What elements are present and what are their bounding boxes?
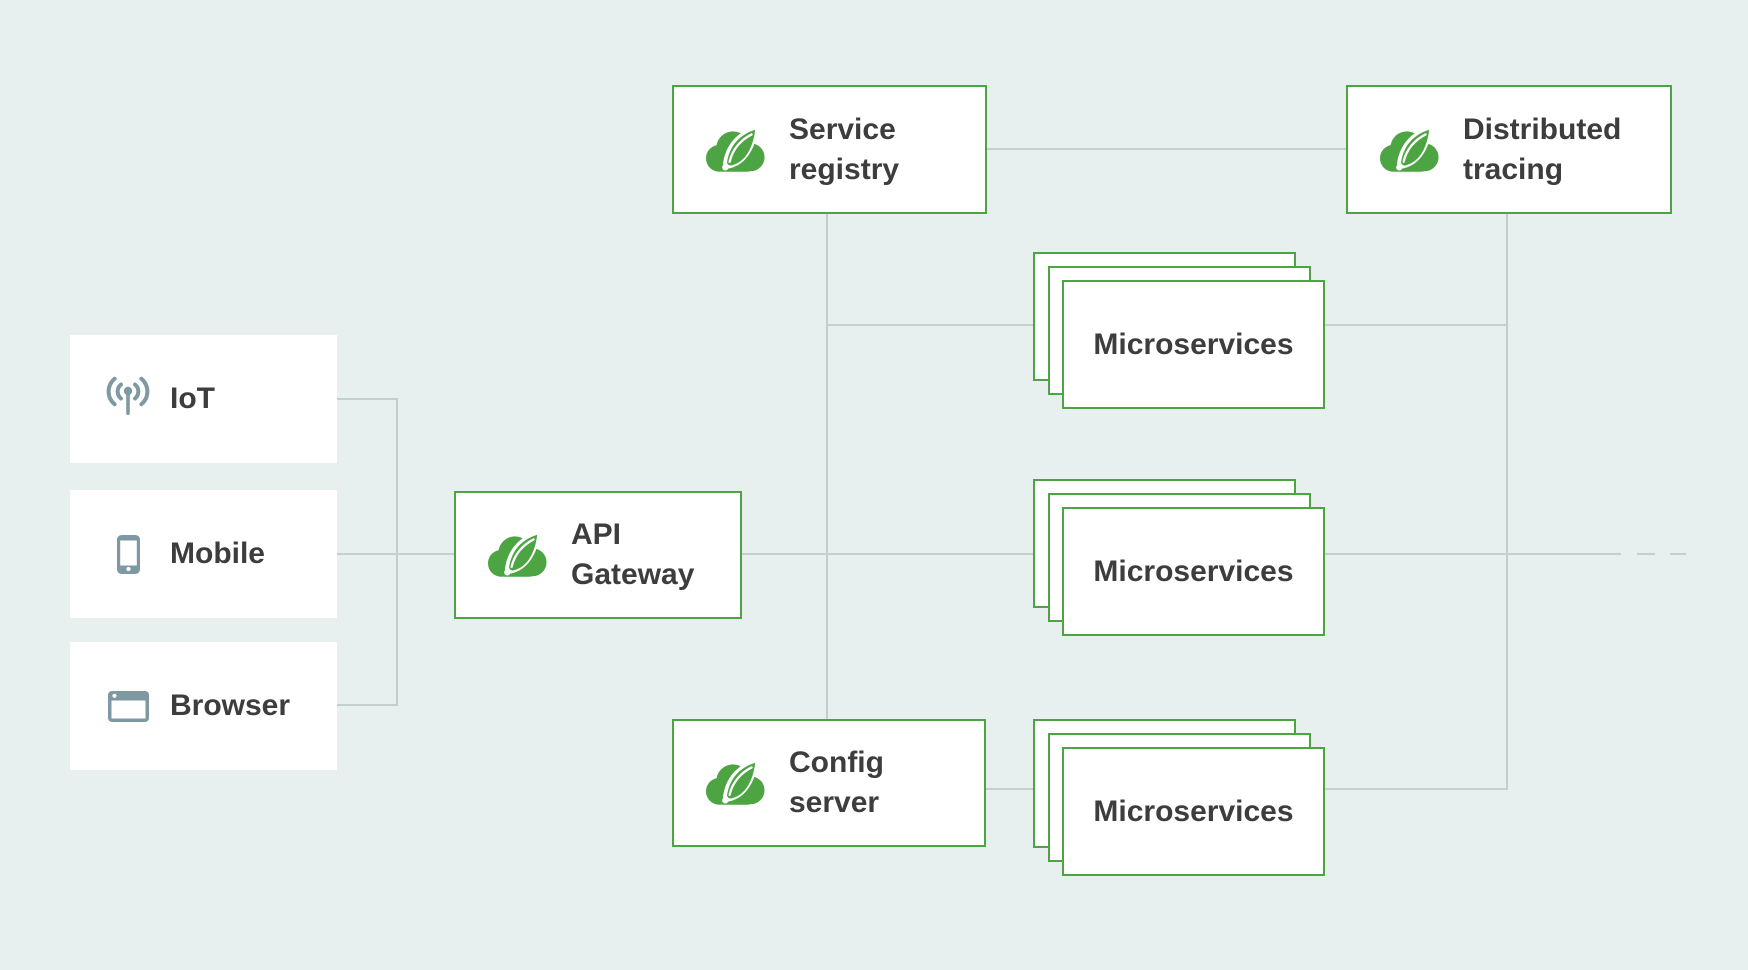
client-box-iot: IoT bbox=[70, 335, 337, 463]
config-server-title: Config server bbox=[789, 743, 884, 823]
service-registry-node: Service registry bbox=[672, 85, 987, 214]
client-box-browser: Browser bbox=[70, 642, 337, 770]
microservices-label: Microservices bbox=[1093, 794, 1294, 828]
microservices-stack-middle: Microservices bbox=[1033, 479, 1327, 638]
connector-registry-tracing bbox=[987, 148, 1346, 150]
client-label-browser: Browser bbox=[170, 689, 291, 722]
connector-mobile-gateway bbox=[337, 553, 454, 555]
api-gateway-node: API Gateway bbox=[454, 491, 742, 619]
distributed-tracing-title-line2: tracing bbox=[1463, 152, 1564, 186]
api-gateway-title-line1: API bbox=[571, 518, 622, 551]
distributed-tracing-title: Distributed tracing bbox=[1463, 110, 1621, 190]
microservices-label: Microservices bbox=[1093, 327, 1294, 361]
browser-window-icon bbox=[102, 680, 154, 732]
microservices-label: Microservices bbox=[1093, 554, 1294, 588]
connector-gateway-microservices bbox=[742, 553, 1048, 555]
spring-logo-icon bbox=[701, 755, 769, 811]
service-registry-title: Service registry bbox=[789, 110, 899, 190]
spring-logo-icon bbox=[1375, 122, 1443, 178]
config-server-title-line2: server bbox=[789, 786, 880, 819]
connector-iot-bracket bbox=[337, 398, 397, 400]
config-server-node: Config server bbox=[672, 719, 986, 847]
continuation-dash-1 bbox=[1637, 553, 1655, 555]
microservices-stack-bottom: Microservices bbox=[1033, 719, 1327, 878]
api-gateway-title: API Gateway bbox=[571, 515, 694, 595]
microservices-card: Microservices bbox=[1062, 507, 1325, 636]
connector-registry-microservices-top bbox=[827, 324, 1048, 326]
spring-logo-icon bbox=[701, 122, 769, 178]
client-label-iot: IoT bbox=[170, 382, 215, 415]
iot-antenna-icon bbox=[102, 373, 154, 425]
microservices-stack-top: Microservices bbox=[1033, 252, 1327, 411]
connector-config-microservices bbox=[986, 788, 1048, 790]
service-registry-title-line1: Service bbox=[789, 112, 896, 146]
distributed-tracing-node: Distributed tracing bbox=[1346, 85, 1672, 214]
api-gateway-title-line2: Gateway bbox=[571, 558, 695, 591]
spring-logo-icon bbox=[483, 527, 551, 583]
smartphone-icon bbox=[102, 528, 154, 580]
continuation-dash-2 bbox=[1670, 553, 1686, 555]
tracing-vertical-line bbox=[1506, 214, 1508, 790]
microservices-card: Microservices bbox=[1062, 280, 1325, 409]
client-bracket-line bbox=[396, 398, 398, 706]
config-server-title-line1: Config bbox=[789, 746, 884, 779]
client-label-mobile: Mobile bbox=[170, 537, 265, 570]
registry-vertical-line bbox=[826, 214, 828, 719]
connector-browser-bracket bbox=[337, 704, 397, 706]
client-box-mobile: Mobile bbox=[70, 490, 337, 618]
connector-microservices-bottom-tracing bbox=[1325, 788, 1508, 790]
connector-microservices-middle-right bbox=[1325, 553, 1621, 555]
service-registry-title-line2: registry bbox=[789, 152, 900, 186]
distributed-tracing-title-line1: Distributed bbox=[1463, 112, 1622, 146]
microservices-card: Microservices bbox=[1062, 747, 1325, 876]
connector-microservices-top-tracing bbox=[1325, 324, 1507, 326]
